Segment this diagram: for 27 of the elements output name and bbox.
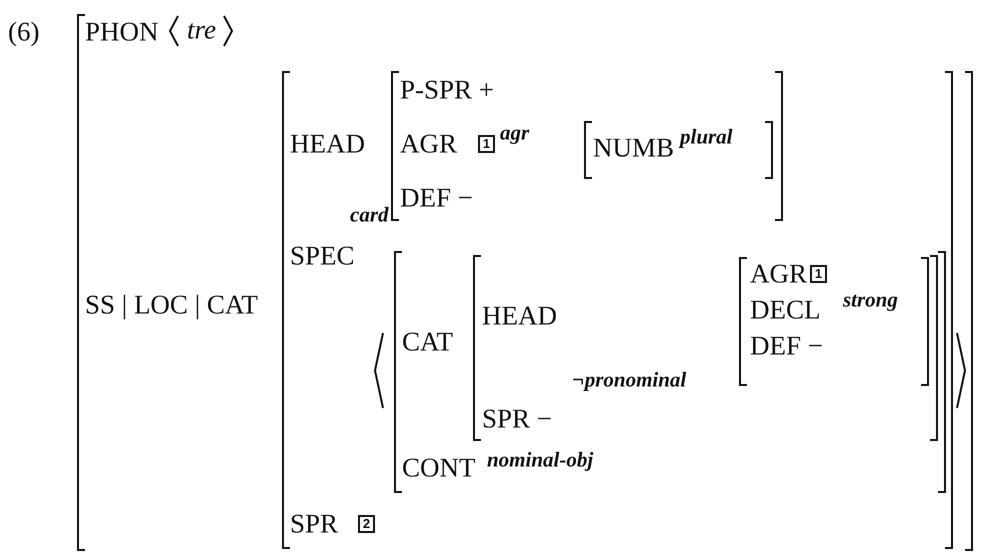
feature-name: DEF − bbox=[750, 332, 823, 360]
feature-value: tre bbox=[187, 16, 216, 44]
type-label: agr bbox=[500, 122, 530, 144]
feature-name: SS | LOC | CAT bbox=[85, 292, 258, 318]
feature-name: AGR bbox=[750, 260, 808, 288]
feature-name: CONT bbox=[402, 454, 476, 482]
feature-name: CAT bbox=[402, 328, 454, 356]
feature-name: PHON bbox=[85, 18, 159, 46]
feature-name: SPR bbox=[290, 510, 338, 538]
feature-name: HEAD bbox=[290, 130, 365, 158]
feature-name: NUMB bbox=[593, 134, 674, 162]
feature-name: SPEC bbox=[290, 242, 355, 270]
coindex-tag: 1 bbox=[478, 135, 495, 153]
feature-value: plural bbox=[680, 126, 733, 148]
type-label: nominal-obj bbox=[487, 450, 594, 470]
feature-name: AGR bbox=[400, 130, 458, 158]
feature-name: SPR − bbox=[482, 406, 552, 432]
feature-name: HEAD bbox=[482, 302, 557, 330]
feature-value: strong bbox=[843, 290, 898, 310]
example-number: (6) bbox=[8, 18, 40, 46]
coindex-tag: 1 bbox=[810, 265, 827, 283]
coindex-tag: 2 bbox=[358, 515, 375, 533]
type-label: ¬pronominal bbox=[572, 370, 686, 390]
type-label: card bbox=[350, 204, 388, 226]
feature-name: DECL bbox=[750, 296, 820, 324]
feature-name: P-SPR + bbox=[400, 76, 494, 104]
feature-name: DEF − bbox=[400, 184, 473, 212]
